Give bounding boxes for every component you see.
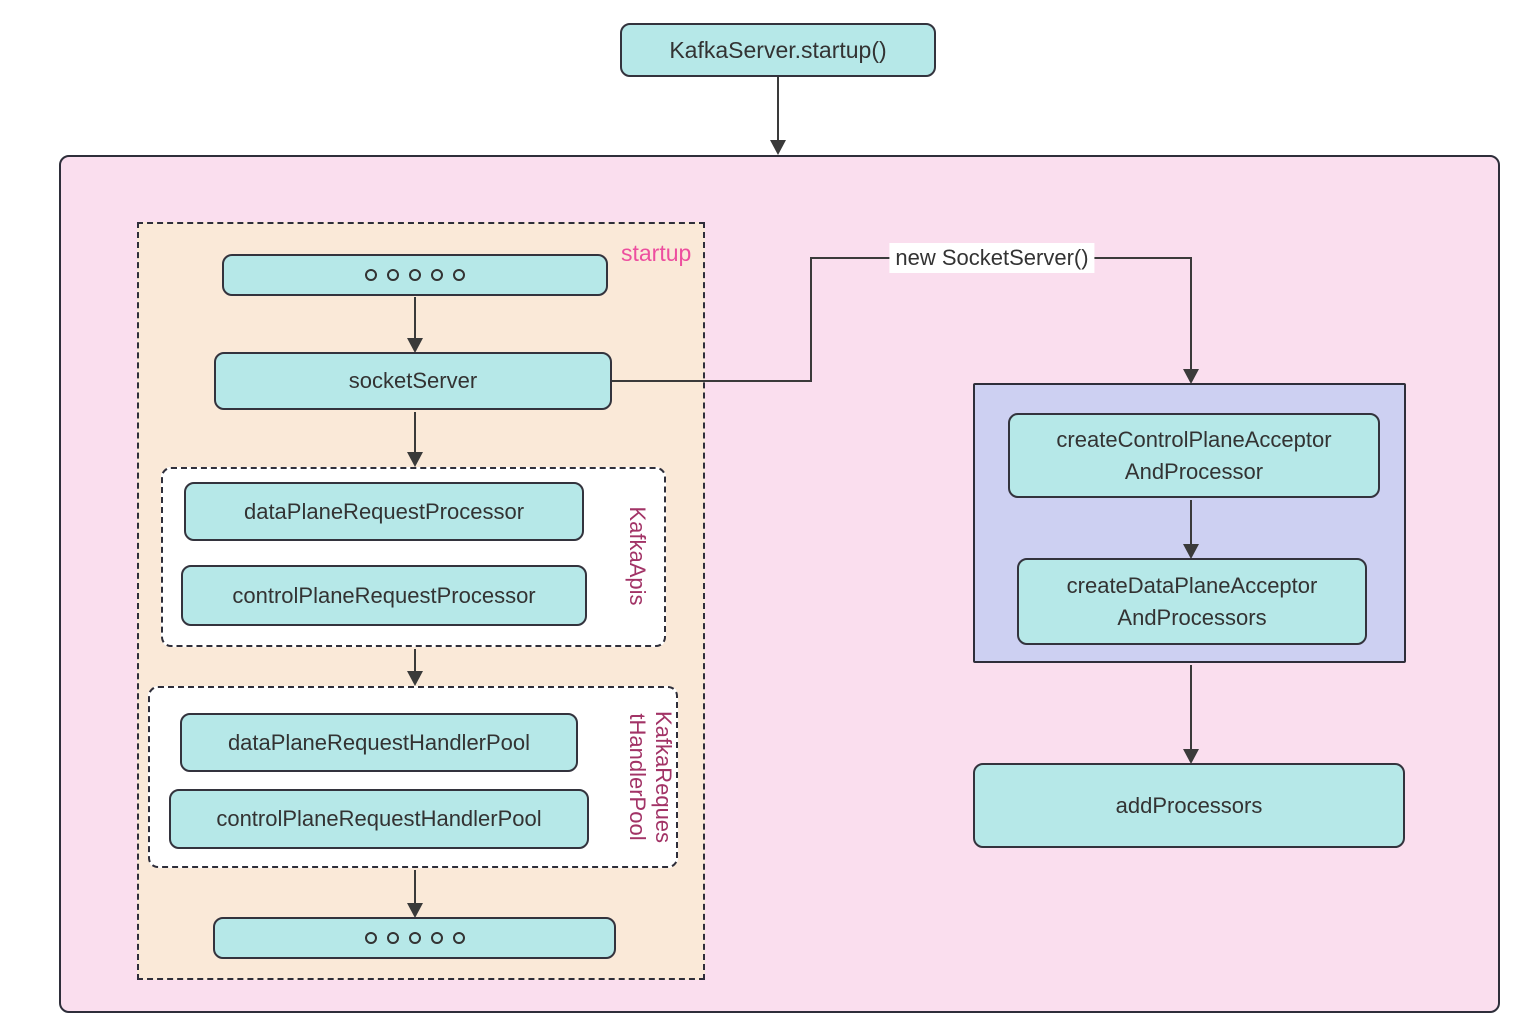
arrowhead-down-icon	[1183, 369, 1199, 384]
group-startup-caption: startup	[621, 240, 692, 266]
node-label: addProcessors	[1115, 792, 1263, 818]
node-label: KafkaServer.startup()	[669, 36, 887, 63]
group-kafka-apis-label: KafkaApis	[624, 506, 650, 606]
dot-icon	[430, 932, 443, 944]
edge-new-socket-server-segment	[810, 257, 812, 382]
node-control-plane-request-processor: controlPlaneRequestProcessor	[181, 565, 587, 626]
arrowhead-down-icon	[1183, 544, 1199, 559]
dot-icon	[452, 932, 465, 944]
arrow-entry-line	[777, 77, 779, 142]
node-create-data-plane-acceptor-and-processors: createDataPlaneAcceptor AndProcessors	[1017, 558, 1367, 645]
node-socket-server: socketServer	[214, 352, 612, 410]
node-label: dataPlaneRequestProcessor	[243, 498, 525, 524]
node-control-plane-request-handler-pool: controlPlaneRequestHandlerPool	[169, 789, 589, 849]
node-create-control-plane-acceptor-and-processor: createControlPlaneAcceptor AndProcessor	[1008, 413, 1380, 498]
arrowhead-down-icon	[770, 140, 786, 155]
node-label-line: AndProcessors	[1117, 604, 1267, 630]
ellipsis-dots-icon	[364, 932, 465, 944]
v-label-line: tHandlerPool	[625, 713, 650, 841]
arrowhead-down-icon	[407, 903, 423, 918]
edge-new-socket-server-segment	[612, 380, 812, 382]
dot-icon	[364, 932, 377, 944]
node-label: dataPlaneRequestHandlerPool	[227, 729, 531, 755]
edge-new-socket-server-segment	[1190, 257, 1192, 369]
node-label-line: createDataPlaneAcceptor	[1066, 572, 1318, 598]
edge-label-new-socket-server: new SocketServer()	[889, 243, 1095, 273]
arrowhead-down-icon	[407, 338, 423, 353]
dot-icon	[365, 269, 377, 281]
node-data-plane-request-handler-pool: dataPlaneRequestHandlerPool	[180, 713, 578, 772]
arrowhead-down-icon	[407, 452, 423, 467]
node-label-line: createControlPlaneAcceptor	[1056, 426, 1332, 452]
ellipsis-dots-icon	[365, 269, 465, 281]
node-label: socketServer	[348, 368, 478, 393]
arrowhead-down-icon	[407, 671, 423, 686]
arrow-line	[414, 649, 416, 671]
dot-icon	[431, 269, 443, 281]
node-data-plane-request-processor: dataPlaneRequestProcessor	[184, 482, 584, 541]
node-label-line: AndProcessor	[1124, 458, 1264, 484]
dot-icon	[409, 269, 421, 281]
arrow-line	[414, 412, 416, 452]
dot-icon	[386, 932, 399, 944]
dot-icon	[453, 269, 465, 281]
node-ellipsis-top	[222, 254, 608, 296]
node-label: controlPlaneRequestProcessor	[232, 582, 536, 608]
arrow-line	[414, 297, 416, 338]
dot-icon	[387, 269, 399, 281]
arrow-line	[414, 870, 416, 903]
v-label-line: KafkaReques	[650, 710, 676, 844]
dot-icon	[408, 932, 421, 944]
node-kafka-server-startup: KafkaServer.startup()	[620, 23, 936, 77]
node-label: controlPlaneRequestHandlerPool	[216, 806, 542, 831]
node-add-processors: addProcessors	[973, 763, 1405, 848]
arrow-line	[1190, 665, 1192, 749]
arrowhead-down-icon	[1183, 749, 1199, 764]
node-ellipsis-bottom	[213, 917, 616, 959]
arrow-line	[1190, 500, 1192, 544]
group-kafka-request-handler-pool-label: KafkaReques tHandlerPool	[624, 711, 676, 843]
